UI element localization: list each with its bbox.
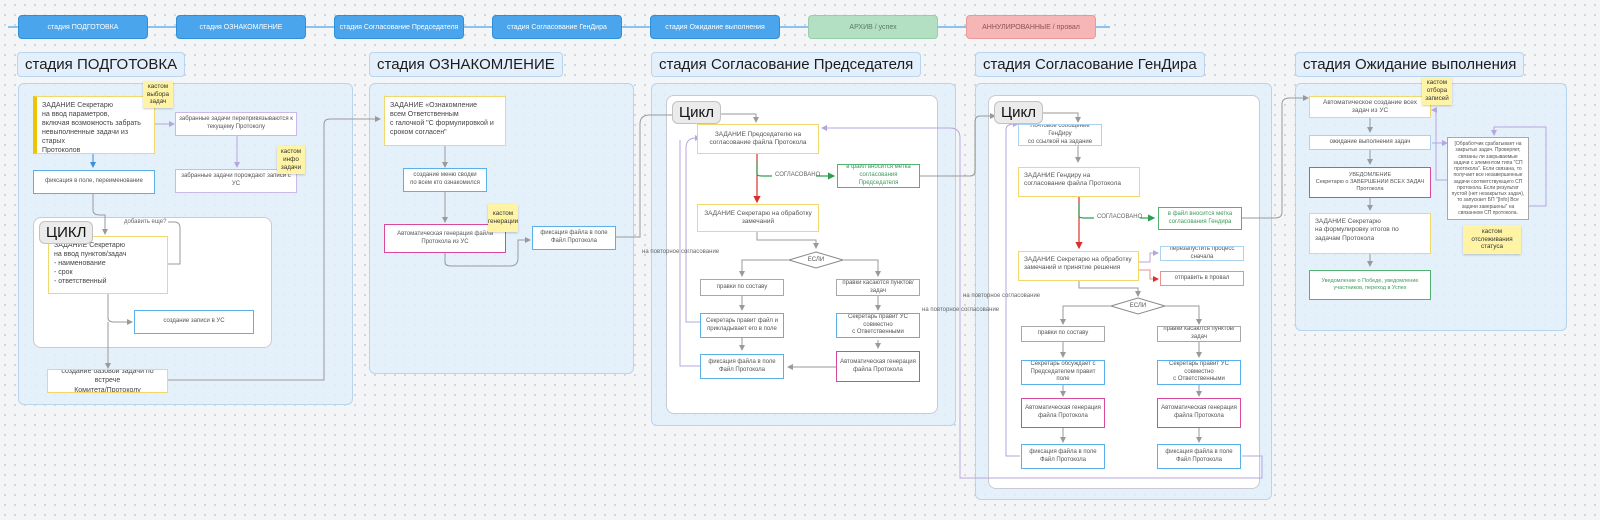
fix-file-ceo-b[interactable]: фиксация файла в поле Файл Протокола xyxy=(1157,444,1241,469)
phase-pill-cancelled[interactable]: АННУЛИРОВАННЫЕ / провал xyxy=(966,15,1096,39)
sec-edits-us-chairman[interactable]: Секретарь правит УС совместно с Ответств… xyxy=(836,313,920,338)
stamp-chairman[interactable]: в файл вносится метка согласования Предс… xyxy=(837,164,920,188)
task-chairman-approval[interactable]: ЗАДАНИЕ Председателю на согласование фай… xyxy=(697,124,819,154)
edge-label-reapproval-a: на повторное согласование xyxy=(963,293,1041,299)
picked-tasks-relinked[interactable]: забранные задачи перепривязываются к тек… xyxy=(175,112,297,136)
fix-file-protocol[interactable]: фиксация файла в поле Файл Протокола xyxy=(532,226,616,250)
waiting-tasks[interactable]: ожидание выполнения задач xyxy=(1309,135,1431,150)
decision-if-label-ceo: ЕСЛИ xyxy=(1129,303,1147,309)
edge-label-reapproval-chairman: на повторное согласование xyxy=(642,249,720,255)
auto-create-tasks[interactable]: Автоматическое создание всех задач из УС xyxy=(1309,96,1431,118)
task-secretary-items[interactable]: ЗАДАНИЕ Секретарю на ввод пунктов/задач … xyxy=(48,236,168,294)
decision-if-chairman: ЕСЛИ xyxy=(788,251,844,269)
sticky-custom-info: кастом инфо задачи xyxy=(277,146,305,174)
section-title-waiting: стадия Ожидание выполнения xyxy=(1295,52,1525,77)
edge-label-approved-ceo: СОГЛАСОВАНО xyxy=(1097,214,1143,220)
section-title-preparation: стадия ПОДГОТОВКА xyxy=(17,52,186,77)
create-report-menu[interactable]: создание меню сводки по всем кто ознаком… xyxy=(403,168,487,192)
sec-uploads-file[interactable]: Секретарь правит файл и прикладывает его… xyxy=(700,313,784,338)
handler-note: [Обработчик срабатывает на закрытых зада… xyxy=(1447,137,1529,220)
create-base-task[interactable]: создание базовой задачи по встрече Комит… xyxy=(47,369,168,393)
restart-process[interactable]: перезапустить процесс сначала xyxy=(1160,246,1244,261)
auto-gen-chairman[interactable]: Автоматическая генерация файла Протокола xyxy=(836,351,920,382)
sec-discusses-chairman[interactable]: Секретарь обсуждает с Председателем прав… xyxy=(1021,360,1105,385)
cycle-frame-ceo xyxy=(988,95,1260,489)
fix-in-field-rename[interactable]: фиксация в поле, переименование xyxy=(33,170,155,194)
fix-file-ceo-a[interactable]: фиксация файла в поле Файл Протокола xyxy=(1021,444,1105,469)
fix-file-chairman[interactable]: фиксация файла в поле Файл Протокола xyxy=(700,354,784,379)
task-remarks-decision[interactable]: ЗАДАНИЕ Секретарю на обработку замечаний… xyxy=(1018,251,1139,281)
phase-pill-review[interactable]: стадия ОЗНАКОМЛЕНИЕ xyxy=(176,15,306,39)
decision-if-ceo: ЕСЛИ xyxy=(1110,297,1166,315)
create-record-us[interactable]: создание записи в УС xyxy=(134,310,254,334)
task-review-all[interactable]: ЗАДАНИЕ «Ознакомление всем Ответственным… xyxy=(384,96,506,146)
send-to-fail[interactable]: отправить в провал xyxy=(1160,271,1244,286)
sticky-custom-track: кастом отслеживания статуса xyxy=(1463,225,1521,254)
section-title-review: стадия ОЗНАКОМЛЕНИЕ xyxy=(369,52,563,77)
task-ceo-approval[interactable]: ЗАДАНИЕ Гендиру на согласование файла Пр… xyxy=(1018,167,1140,197)
sticky-custom-generation: кастом генерации xyxy=(488,204,518,232)
cycle-label-preparation: ЦИКЛ xyxy=(39,221,94,244)
task-secretary-params[interactable]: ЗАДАНИЕ Секретарю на ввод параметров, вк… xyxy=(33,96,155,154)
phase-pill-archive[interactable]: АРХИВ / успех xyxy=(808,15,938,39)
section-title-chairman: стадия Согласование Председателя xyxy=(651,52,922,77)
notify-completed[interactable]: УВЕДОМЛЕНИЕ Секретарю о ЗАВЕРШЕНИИ ВСЕХ … xyxy=(1309,167,1431,198)
phase-pill-preparation[interactable]: стадия ПОДГОТОВКА xyxy=(18,15,148,39)
task-results[interactable]: ЗАДАНИЕ Секретарю на формулировку итогов… xyxy=(1309,213,1431,254)
auto-gen-ceo-a[interactable]: Автоматическая генерация файла Протокола xyxy=(1021,398,1105,428)
sec-edits-us-ceo[interactable]: Секретарь правит УС совместно с Ответств… xyxy=(1157,360,1241,385)
edits-tasks-chairman[interactable]: правки касаются пунктов/задач xyxy=(836,279,920,296)
sticky-custom-select: кастом отбора записей xyxy=(1422,77,1452,105)
sticky-custom-choice: кастом выбора задач xyxy=(143,81,173,108)
task-process-remarks[interactable]: ЗАДАНИЕ Секретарю на обработку замечаний xyxy=(697,204,819,232)
edge-label-approved-chairman: СОГЛАСОВАНО xyxy=(775,172,821,178)
edge-label-add-more: добавить еще? xyxy=(122,219,169,225)
auto-gen-ceo-b[interactable]: Автоматическая генерация файла Протокола xyxy=(1157,398,1241,428)
edge-label-reapproval-b: на повторное согласование xyxy=(922,307,1000,313)
section-title-ceo: стадия Согласование ГенДира xyxy=(975,52,1205,77)
edits-content-chairman[interactable]: правки по составу xyxy=(700,279,784,296)
phase-pill-ceo[interactable]: стадия Согласование ГенДира xyxy=(492,15,622,39)
phase-pill-waiting[interactable]: стадия Ожидание выполнения xyxy=(650,15,780,39)
cycle-label-ceo: Цикл xyxy=(994,101,1043,124)
notify-ceo-mail[interactable]: Почтовое сообщение ГенДиру со ссылкой на… xyxy=(1018,124,1102,146)
final-notify-success[interactable]: Уведомление о Победе, уведомление участн… xyxy=(1309,270,1431,300)
edits-tasks-ceo[interactable]: правки касаются пунктов/задач xyxy=(1157,326,1241,342)
stamp-ceo[interactable]: в файл вносится метка согласования Генди… xyxy=(1158,207,1242,230)
cycle-label-chairman: Цикл xyxy=(672,101,721,124)
phase-pill-chairman[interactable]: стадия Согласование Председателя xyxy=(334,15,464,39)
edits-content-ceo[interactable]: правки по составу xyxy=(1021,326,1105,342)
decision-if-label: ЕСЛИ xyxy=(807,257,825,263)
